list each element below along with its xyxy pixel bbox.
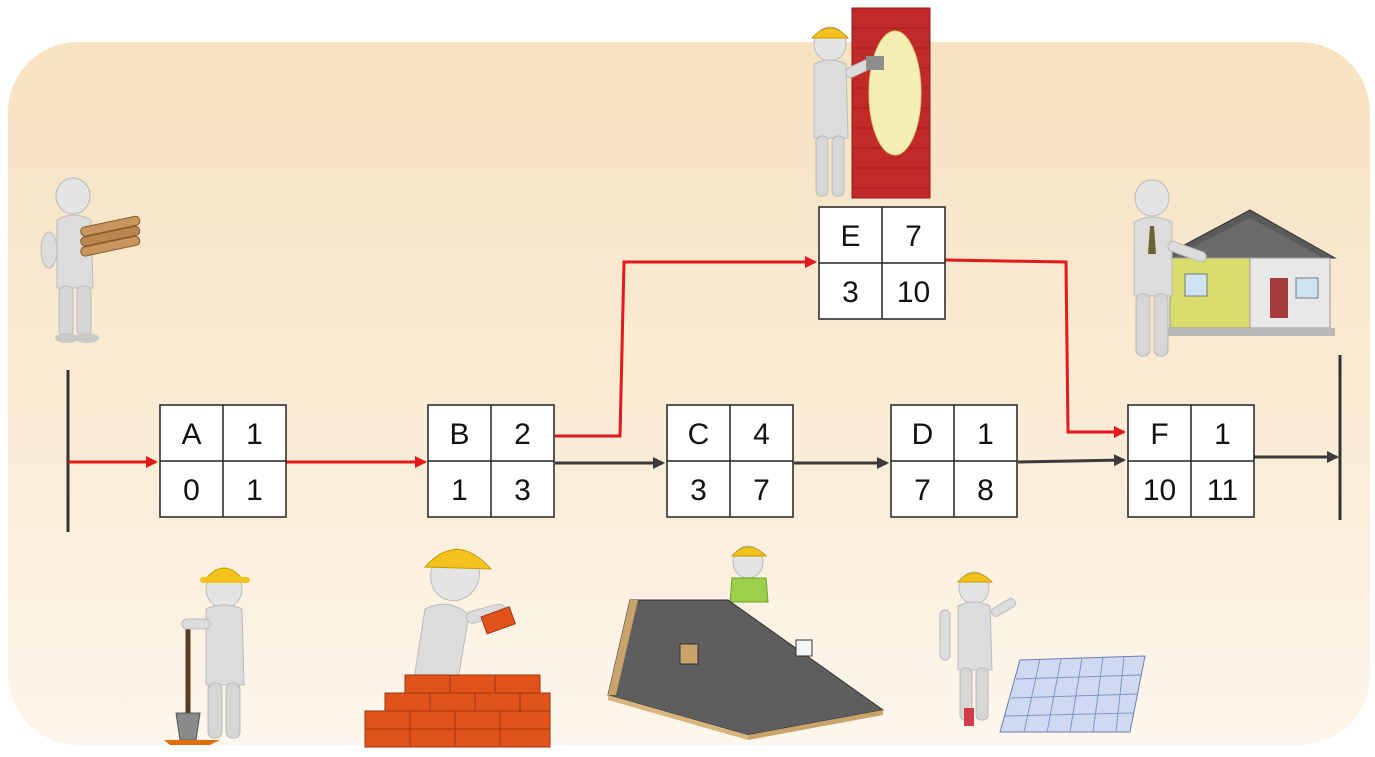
edges — [68, 256, 1339, 469]
node-D-start: 7 — [914, 474, 931, 507]
node-E-start: 3 — [842, 276, 859, 309]
node-D-finish: 8 — [977, 474, 994, 507]
node-A-start: 0 — [183, 474, 200, 507]
node-C-duration: 4 — [753, 418, 770, 451]
node-E-finish: 10 — [897, 276, 930, 309]
edge-D-F — [1017, 454, 1126, 467]
node-E: E 7 3 10 — [818, 206, 946, 320]
node-F-duration: 1 — [1214, 418, 1231, 451]
node-F-label: F — [1150, 418, 1168, 451]
activity-nodes: A 1 0 1 B 2 1 3 C 4 3 7 — [159, 206, 1255, 518]
node-B-finish: 3 — [514, 474, 531, 507]
node-B-label: B — [449, 418, 469, 451]
node-C-finish: 7 — [753, 474, 770, 507]
node-F-finish: 11 — [1207, 474, 1238, 507]
worker-installing-solar-panel-icon — [939, 571, 1146, 733]
node-F: F 1 10 11 — [1127, 404, 1255, 518]
edge-E-F — [944, 258, 1126, 438]
worker-building-roof-icon — [607, 545, 885, 740]
edge-B-E — [555, 256, 817, 438]
node-C-label: C — [688, 418, 710, 451]
node-F-start: 10 — [1143, 474, 1176, 507]
node-C: C 4 3 7 — [666, 404, 794, 518]
node-A-label: A — [181, 418, 201, 451]
node-A: A 1 0 1 — [159, 404, 287, 518]
node-E-duration: 7 — [905, 220, 922, 253]
node-B-start: 1 — [451, 474, 468, 507]
node-D-duration: 1 — [977, 418, 994, 451]
node-D-label: D — [912, 418, 934, 451]
node-B-duration: 2 — [514, 418, 531, 451]
node-A-finish: 1 — [246, 474, 263, 507]
node-A-duration: 1 — [246, 418, 263, 451]
worker-digging-shovel-icon — [164, 567, 250, 745]
worker-carrying-pipes-icon — [40, 177, 141, 343]
worker-laying-bricks-icon — [364, 548, 551, 748]
node-B: B 2 1 3 — [427, 404, 555, 518]
node-C-start: 3 — [690, 474, 707, 507]
worker-plastering-wall-icon — [810, 7, 931, 199]
node-E-label: E — [840, 220, 860, 253]
node-D: D 1 7 8 — [890, 404, 1018, 518]
worker-presenting-house-icon — [1133, 179, 1337, 357]
